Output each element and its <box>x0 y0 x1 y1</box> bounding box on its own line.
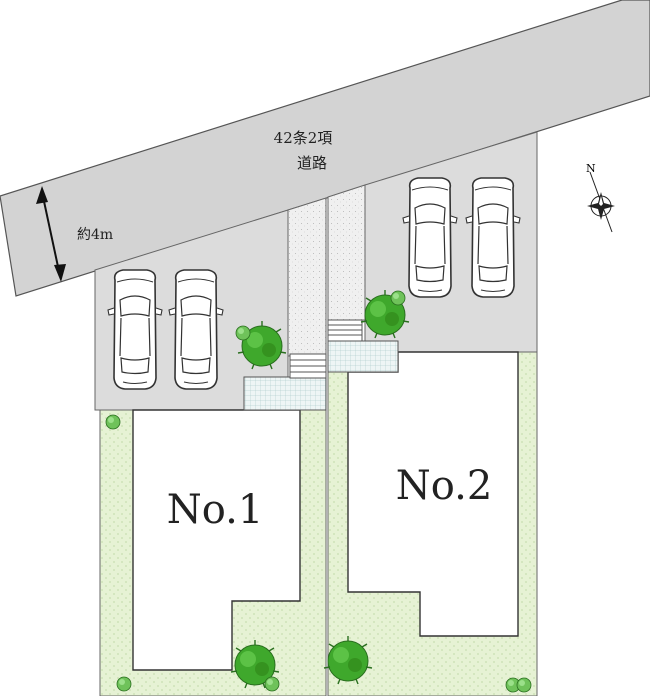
road-width-arrow <box>36 186 66 282</box>
car-2 <box>168 269 224 390</box>
road-name-line2: 道路 <box>297 154 327 172</box>
lot2-label: No.2 <box>396 463 493 509</box>
north-label: N <box>586 162 596 175</box>
lot1-label: No.1 <box>167 487 264 533</box>
north-compass: N <box>586 162 615 233</box>
road-name-line1: 42条2項 <box>274 129 333 147</box>
shrub-6 <box>390 290 406 306</box>
lot1-steps <box>289 353 327 379</box>
shrub-5 <box>516 677 532 693</box>
shrub-2 <box>116 676 132 692</box>
car-4 <box>465 177 521 298</box>
lot2-entrance-tiles <box>327 340 399 373</box>
car-1 <box>107 269 163 390</box>
lot2-steps <box>327 319 363 342</box>
lot1-gravel-path <box>287 197 327 357</box>
road-width-label: 約4m <box>77 227 113 243</box>
shrub-1 <box>105 414 121 430</box>
shrub-3 <box>264 676 280 692</box>
road <box>0 0 650 297</box>
car-3 <box>402 177 458 298</box>
lot1-entrance-tiles <box>243 376 327 411</box>
lot2-gravel-path <box>327 184 366 321</box>
shrub-7 <box>235 325 251 341</box>
